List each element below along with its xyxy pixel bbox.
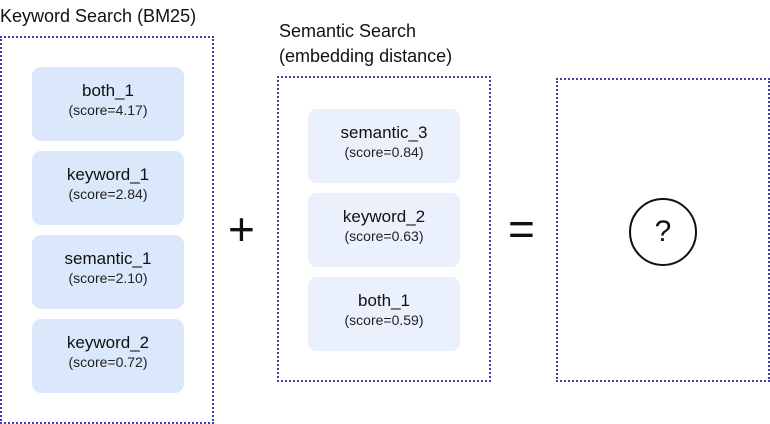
result-name: keyword_2 bbox=[66, 333, 150, 352]
result-score: (score=0.72) bbox=[68, 354, 148, 370]
result-name: both_1 bbox=[358, 291, 410, 310]
plus-operator: + bbox=[228, 203, 255, 255]
result-score: (score=4.17) bbox=[68, 102, 148, 118]
result-name: both_1 bbox=[82, 81, 134, 100]
result-score: (score=2.10) bbox=[68, 270, 148, 286]
keyword-result-card: keyword_1 (score=2.84) bbox=[32, 151, 184, 225]
result-name: keyword_1 bbox=[66, 165, 150, 184]
semantic-result-card: keyword_2 (score=0.63) bbox=[308, 193, 460, 267]
semantic-search-title-line1: Semantic Search bbox=[279, 21, 417, 41]
result-score: (score=0.63) bbox=[344, 228, 424, 244]
result-score: (score=2.84) bbox=[68, 186, 148, 202]
keyword-result-card: semantic_1 (score=2.10) bbox=[32, 235, 184, 309]
result-name: keyword_2 bbox=[342, 207, 426, 226]
result-name: semantic_1 bbox=[64, 249, 152, 268]
result-score: (score=0.84) bbox=[344, 144, 424, 160]
equals-operator: = bbox=[508, 203, 535, 255]
semantic-search-title-line2: (embedding distance) bbox=[279, 46, 453, 66]
semantic-result-card: both_1 (score=0.59) bbox=[308, 277, 460, 351]
keyword-search-title: Keyword Search (BM25) bbox=[0, 6, 197, 26]
semantic-search-panel: semantic_3 (score=0.84) keyword_2 (score… bbox=[277, 76, 491, 382]
result-panel: ? bbox=[556, 78, 770, 382]
keyword-result-card: both_1 (score=4.17) bbox=[32, 67, 184, 141]
result-score: (score=0.59) bbox=[344, 312, 424, 328]
result-name: semantic_3 bbox=[340, 123, 428, 142]
keyword-search-panel: both_1 (score=4.17) keyword_1 (score=2.8… bbox=[0, 36, 214, 424]
question-mark-icon: ? bbox=[629, 198, 697, 266]
keyword-result-card: keyword_2 (score=0.72) bbox=[32, 319, 184, 393]
semantic-result-card: semantic_3 (score=0.84) bbox=[308, 109, 460, 183]
